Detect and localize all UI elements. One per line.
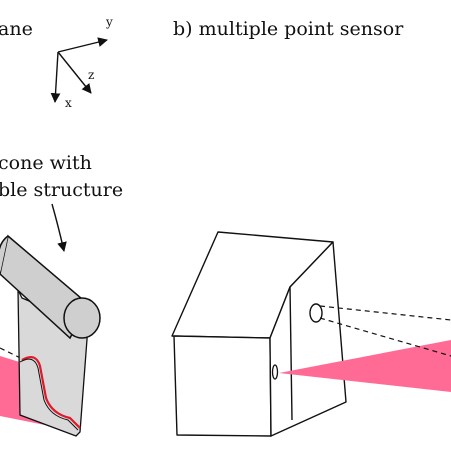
sensor-aperture-2 bbox=[271, 364, 279, 380]
x-axis-label: x bbox=[65, 96, 72, 110]
box-edge bbox=[289, 286, 293, 421]
x-axis-arrow bbox=[50, 51, 61, 103]
y-axis-arrow bbox=[57, 37, 108, 53]
cone bbox=[0, 234, 101, 340]
annotation-line-1: cone with bbox=[0, 152, 92, 174]
right-laser-beam bbox=[279, 340, 451, 392]
y-axis-label: y bbox=[105, 15, 113, 29]
box-right-face bbox=[269, 241, 347, 437]
left-panel-title-fragment: ane bbox=[0, 18, 33, 40]
z-axis-arrow bbox=[57, 51, 92, 94]
dashed-ray-2 bbox=[319, 317, 451, 357]
right-panel-title: b) multiple point sensor bbox=[173, 18, 404, 40]
sensor-aperture-1 bbox=[309, 303, 323, 323]
coordinate-frame bbox=[50, 37, 108, 103]
surface-contour-red bbox=[21, 355, 81, 429]
surface-contour-dark bbox=[19, 358, 79, 431]
dashed-ray-1 bbox=[319, 305, 451, 321]
cone-tip bbox=[63, 297, 101, 339]
annotation-arrow bbox=[51, 203, 67, 252]
box-front-face bbox=[173, 335, 272, 437]
z-axis-label: z bbox=[88, 68, 94, 82]
annotation-line-2: ble structure bbox=[0, 179, 124, 201]
sensor-box bbox=[171, 231, 347, 437]
cone-rounded-base bbox=[0, 235, 9, 274]
